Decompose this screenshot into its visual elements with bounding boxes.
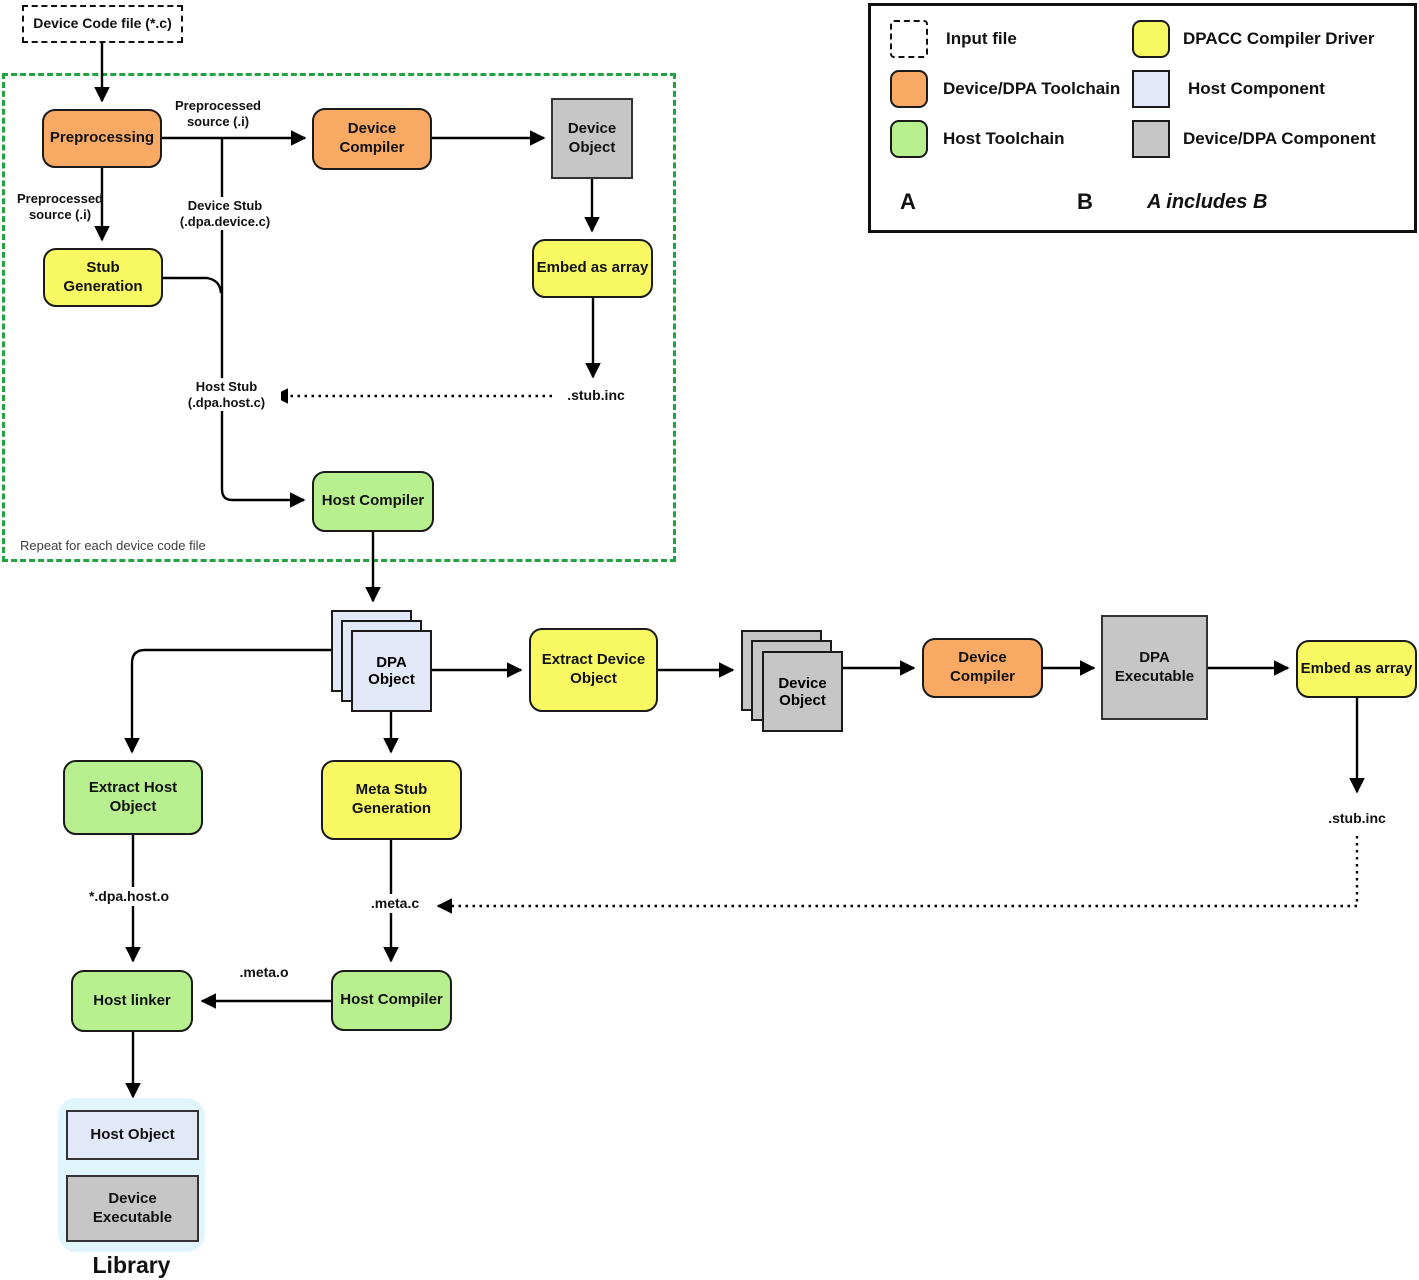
connector-stub-inc-to-meta-c-dotted: [436, 836, 1359, 914]
label-preprocessed-source-top: Preprocessed source (.i): [175, 98, 261, 129]
node-host-object: Host Object: [66, 1110, 199, 1160]
legend-relation-a: A: [900, 189, 916, 214]
legend-label-host-component: Host Component: [1188, 79, 1325, 98]
node-host-compiler-top: Host Compiler: [312, 471, 434, 532]
node-dpa-executable: DPA Executable: [1101, 615, 1208, 720]
node-embed-as-array-top: Embed as array: [532, 239, 653, 298]
legend-label-device-dpa-toolchain: Device/DPA Toolchain: [943, 79, 1121, 98]
node-device-object-mid: Device Object: [762, 651, 843, 732]
node-stub-generation: Stub Generation: [43, 248, 163, 307]
node-host-compiler-bottom: Host Compiler: [331, 970, 452, 1031]
node-embed-as-array-mid: Embed as array: [1296, 640, 1417, 698]
device-object-stack: Device Object: [741, 630, 843, 732]
legend-box: Input file DPACC Compiler Driver Device/…: [868, 3, 1417, 233]
node-device-compiler-mid: Device Compiler: [922, 638, 1043, 698]
label-stub-inc-top: .stub.inc: [567, 387, 625, 403]
legend-label-input-file: Input file: [946, 29, 1017, 48]
label-preprocessed-source-left: Preprocessed source (.i): [17, 191, 103, 222]
dpa-object-stack: DPA Object: [331, 610, 433, 713]
repeat-group-caption: Repeat for each device code file: [20, 538, 206, 554]
connector-branch-to-host-compiler: [220, 138, 306, 508]
legend-swatch-device-dpa-component: [1132, 120, 1170, 158]
node-preprocessing: Preprocessing: [42, 109, 162, 168]
legend-label-device-dpa-component: Device/DPA Component: [1183, 129, 1376, 148]
connector-dpa-object-to-extract-host: [124, 648, 331, 754]
legend-swatch-dpacc-compiler-driver: [1132, 20, 1170, 58]
node-extract-host-object: Extract Host Object: [63, 760, 203, 835]
legend-relation-b: B: [1077, 189, 1093, 214]
node-dpa-object: DPA Object: [351, 630, 432, 712]
label-dpa-host-o: *.dpa.host.o: [72, 887, 186, 906]
label-meta-o: .meta.o: [239, 964, 289, 980]
connector-stub-generation-merge: [163, 276, 223, 294]
legend-label-dpacc-compiler-driver: DPACC Compiler Driver: [1183, 29, 1375, 48]
node-host-linker: Host linker: [71, 970, 193, 1032]
legend-label-host-toolchain: Host Toolchain: [943, 129, 1065, 148]
legend-swatch-host-component: [1132, 70, 1170, 108]
library-caption: Library: [92, 1252, 171, 1278]
node-device-object-top: Device Object: [551, 98, 633, 179]
node-device-compiler-top: Device Compiler: [312, 108, 432, 170]
label-stub-inc-right: .stub.inc: [1328, 810, 1386, 826]
legend-swatch-input-file: [890, 20, 928, 58]
legend-relation-note: A includes B: [1147, 191, 1268, 213]
label-meta-c: .meta.c: [360, 894, 430, 913]
node-device-code-file: Device Code file (*.c): [22, 5, 183, 43]
label-host-stub: Host Stub (.dpa.host.c): [172, 378, 281, 412]
node-extract-device-object: Extract Device Object: [529, 628, 658, 712]
repeat-group-container: [2, 73, 676, 562]
legend-swatch-host-toolchain: [890, 120, 928, 158]
legend-swatch-device-dpa-toolchain: [890, 70, 928, 108]
node-device-executable: Device Executable: [66, 1175, 199, 1242]
node-meta-stub-generation: Meta Stub Generation: [321, 760, 462, 840]
label-device-stub: Device Stub (.dpa.device.c): [168, 197, 282, 231]
